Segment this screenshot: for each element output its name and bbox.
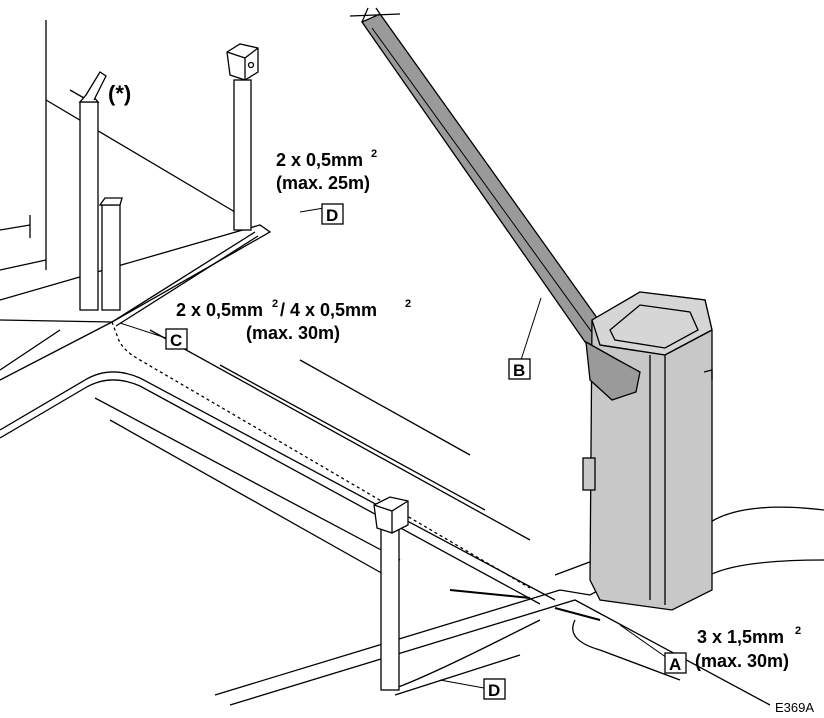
box-d-bottom: D — [483, 678, 506, 700]
cable-spec-mid-line1b: / 4 x 0,5mm — [280, 300, 377, 320]
cable-spec-mid-line2: (max. 30m) — [246, 323, 340, 343]
cable-spec-mid-line1: 2 x 0,5mm — [176, 300, 263, 320]
box-b-label: B — [513, 361, 525, 380]
photocell-pole-bottom — [373, 496, 409, 691]
cable-spec-br-sup: 2 — [795, 625, 801, 637]
box-d-bottom-label: D — [488, 681, 500, 700]
box-a: A — [664, 652, 687, 674]
barrier-housing — [582, 291, 713, 611]
short-pole — [98, 197, 123, 311]
cable-spec-top-line1: 2 x 0,5mm — [276, 150, 363, 170]
cable-spec-mid-sup2: 2 — [405, 298, 411, 310]
box-c: C — [165, 328, 188, 350]
box-d-top: D — [321, 203, 344, 225]
cable-spec-top-sup: 2 — [371, 148, 377, 160]
box-a-label: A — [669, 655, 681, 674]
box-b: B — [508, 358, 531, 380]
box-d-top-label: D — [326, 206, 338, 225]
box-c-label: C — [170, 331, 182, 350]
pole-asterisk — [69, 71, 107, 311]
wall-lines — [0, 20, 241, 371]
cable-spec-mid-sup1: 2 — [272, 298, 278, 310]
drawing-code: E369A — [775, 700, 814, 715]
cable-spec-top-line2: (max. 25m) — [276, 173, 370, 193]
road-edges — [0, 224, 824, 706]
leader-lines — [119, 205, 671, 689]
asterisk-label: (*) — [108, 81, 131, 106]
cable-spec-br-line1: 3 x 1,5mm — [697, 627, 784, 647]
cable-spec-br-line2: (max. 30m) — [695, 651, 789, 671]
photocell-pole-top — [226, 43, 259, 231]
